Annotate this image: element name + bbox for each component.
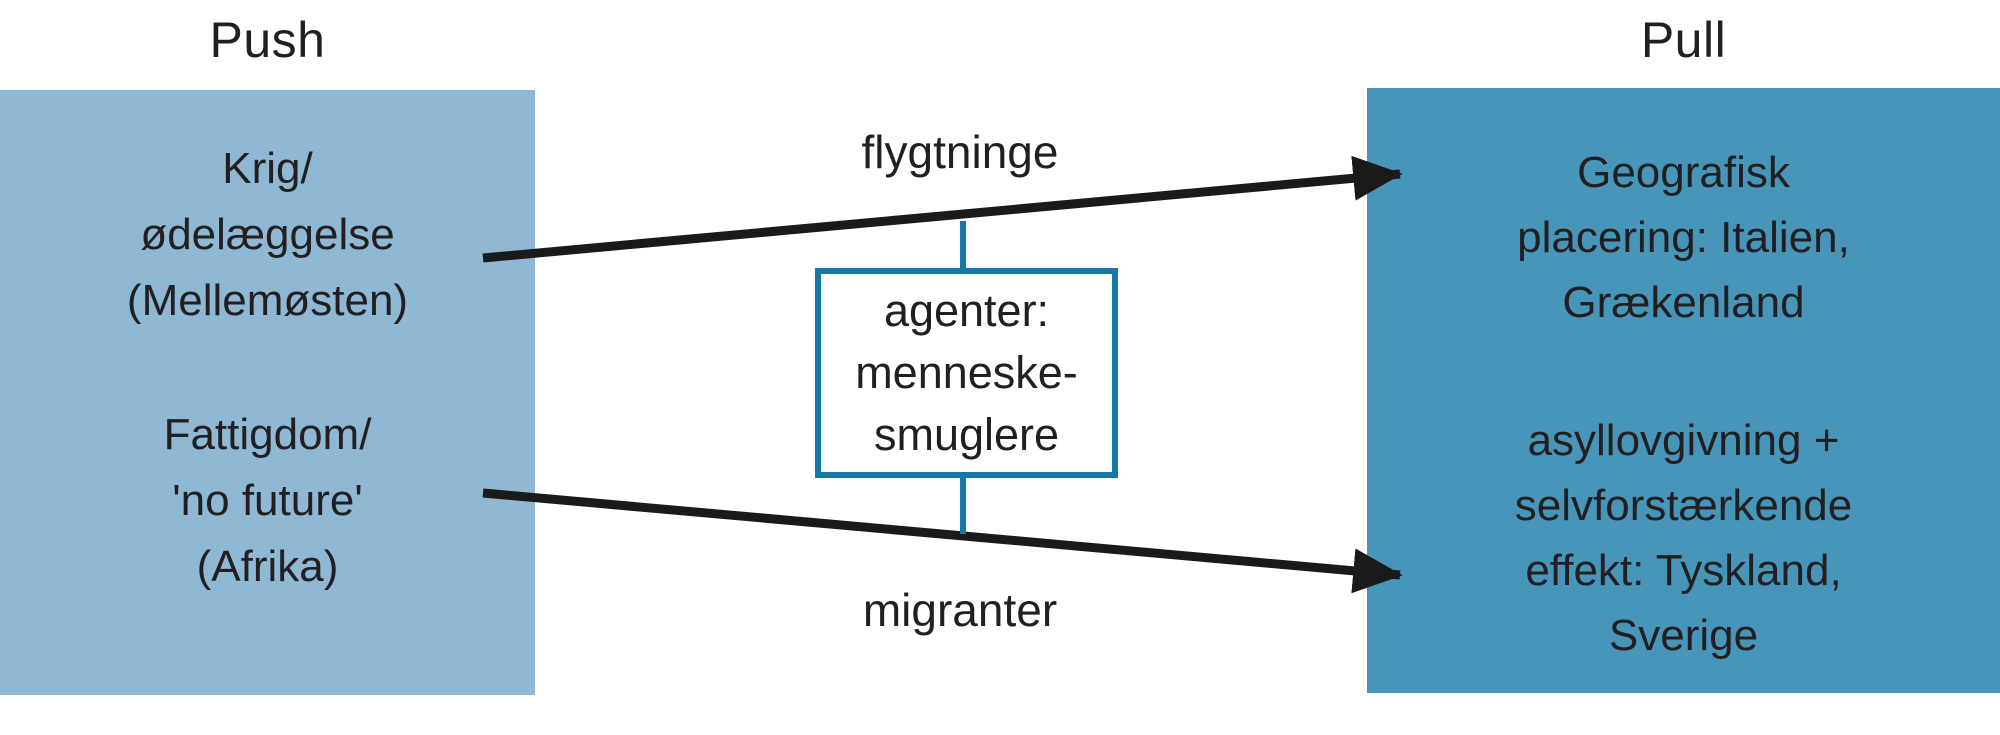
migrants-flow-label: migranter [862, 584, 1058, 636]
push-war-line1: Krig/ [222, 144, 313, 193]
push-column-title: Push [209, 12, 326, 68]
pull-factor-asylum: asyllovgivning + selvforstærkende effekt… [1367, 408, 2000, 668]
push-war-line3: (Mellemøsten) [126, 276, 409, 325]
agents-line1: agenter: [883, 285, 1050, 336]
push-factor-war: Krig/ ødelæggelse (Mellemøsten) [0, 136, 535, 334]
migrants-arrow [482, 488, 1403, 594]
push-poverty-line1: Fattigdom/ [163, 410, 372, 459]
pull-geo-line1: Geografisk [1577, 148, 1790, 197]
pull-factor-geography: Geografisk placering: Italien, Grækenlan… [1367, 140, 2000, 335]
agents-box: agenter: menneske- smuglere [815, 268, 1118, 478]
pull-column-title: Pull [1640, 12, 1727, 68]
pull-asylum-line3: effekt: Tyskland, [1525, 546, 1842, 595]
agents-line3: smuglere [873, 409, 1060, 460]
pull-asylum-line1: asyllovgivning + [1527, 416, 1840, 465]
pull-geo-line3: Grækenland [1562, 278, 1805, 327]
pull-geo-line2: placering: Italien, [1517, 213, 1850, 262]
pull-asylum-line4: Sverige [1608, 611, 1759, 660]
push-poverty-line3: (Afrika) [196, 542, 339, 591]
refugees-flow-label: flygtninge [861, 126, 1059, 178]
agents-line2: menneske- [855, 347, 1078, 398]
pull-asylum-line2: selvforstærkende [1514, 481, 1853, 530]
push-factor-poverty: Fattigdom/ 'no future' (Afrika) [0, 402, 535, 600]
push-factors-box: Krig/ ødelæggelse (Mellemøsten) Fattigdo… [0, 90, 535, 695]
push-war-line2: ødelæggelse [140, 210, 395, 259]
push-poverty-line2: 'no future' [172, 476, 363, 525]
refugees-arrow [482, 155, 1403, 263]
pull-factors-box: Geografisk placering: Italien, Grækenlan… [1367, 88, 2000, 693]
